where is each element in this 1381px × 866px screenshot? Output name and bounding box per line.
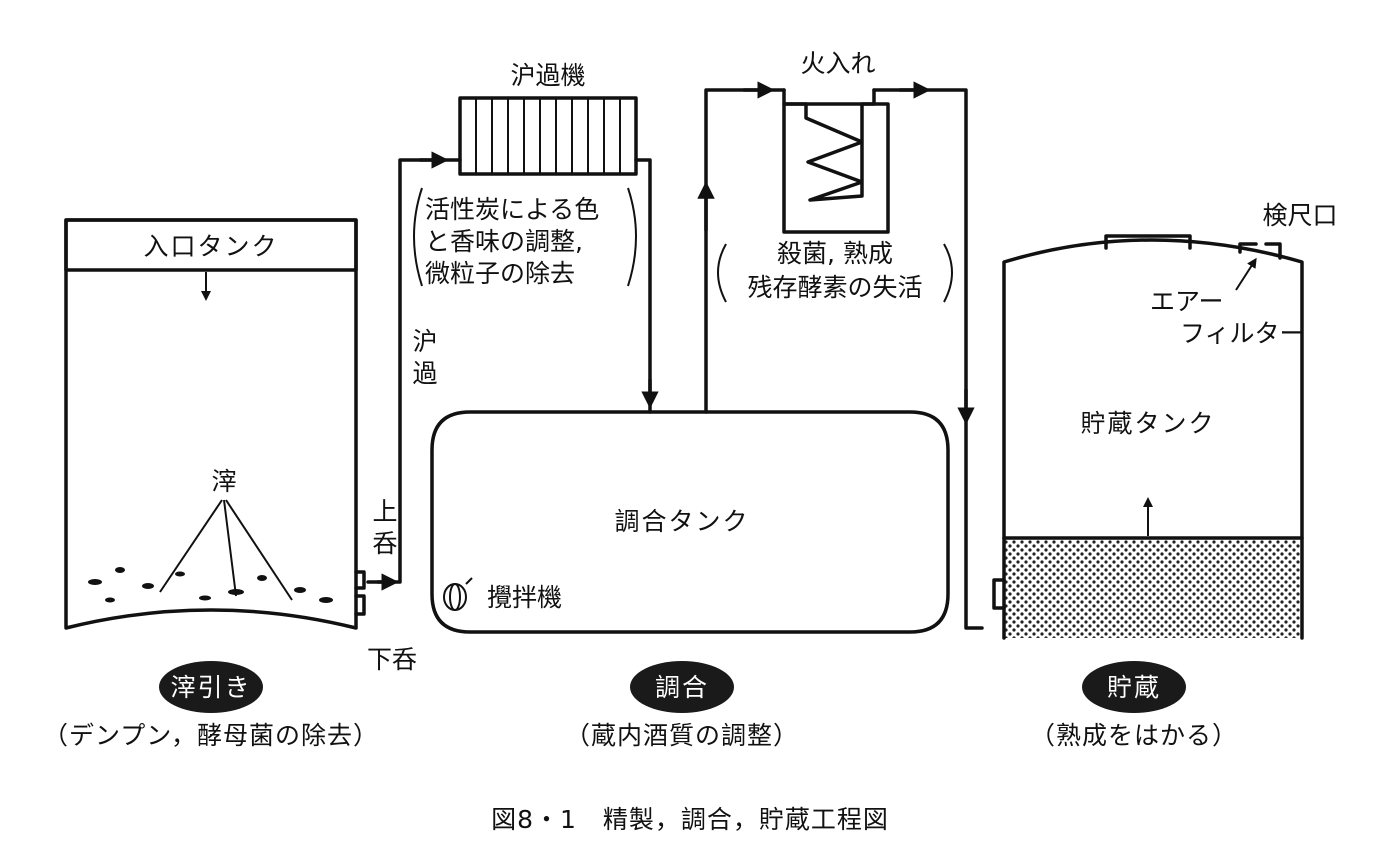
gauge-port-fitting bbox=[1238, 242, 1282, 260]
storage-tank-shell bbox=[1002, 238, 1304, 640]
heater-coil bbox=[804, 88, 876, 202]
stage-badge-storage-text: 貯蔵 bbox=[1107, 673, 1161, 702]
upper-tap-label-2: 呑 bbox=[372, 529, 397, 558]
filter-note-paren-left bbox=[413, 187, 423, 287]
stage-note-blending: （蔵内酒質の調整） bbox=[565, 721, 799, 750]
heater: 火入れ bbox=[782, 49, 890, 234]
pipe-heater-to-storage bbox=[872, 88, 984, 630]
filter-machine-box bbox=[458, 96, 638, 176]
lower-tap-label: 下呑 bbox=[367, 645, 417, 674]
filter-note-line-3: 微粒子の除去 bbox=[425, 259, 575, 288]
upper-tap-label-1: 上 bbox=[372, 497, 397, 526]
filter-machine: 沪過機 bbox=[458, 61, 638, 176]
heating-note-paren-left bbox=[717, 243, 727, 303]
heating-note: 殺菌, 熟成 残存酵素の失活 bbox=[717, 239, 953, 303]
stage-badge-blending-text: 調合 bbox=[655, 673, 709, 702]
air-filter-pointer bbox=[1235, 257, 1257, 291]
blending-tank-label: 調合タンク bbox=[614, 507, 749, 536]
inlet-tank-body bbox=[64, 218, 358, 630]
heating-note-line-1: 殺菌, 熟成 bbox=[777, 239, 893, 268]
pipe-filter-to-blend bbox=[634, 158, 652, 414]
filter-note-line-2: と香味の調整, bbox=[425, 227, 583, 256]
blending-tank-body bbox=[430, 410, 950, 634]
figure-caption: 図8・1 精製，調合，貯蔵工程図 bbox=[491, 805, 889, 834]
lees-speckles bbox=[88, 567, 333, 603]
stage-storage: 貯蔵 （熟成をはかる） bbox=[1030, 661, 1238, 750]
inlet-tank-label: 入口タンク bbox=[143, 232, 278, 261]
filter-machine-slats bbox=[475, 98, 621, 174]
lees-pointer-1 bbox=[159, 499, 223, 593]
stage-note-racking: （デンプン，酵母菌の除去） bbox=[43, 721, 379, 750]
heating-label: 火入れ bbox=[800, 49, 875, 78]
lees-label: 滓 bbox=[211, 467, 236, 496]
filtration-label-2: 過 bbox=[412, 359, 437, 388]
filter-machine-label: 沪過機 bbox=[510, 61, 585, 90]
stage-blending: 調合 （蔵内酒質の調整） bbox=[565, 661, 799, 750]
filtration-label-1: 沪 bbox=[412, 327, 437, 356]
agitator-icon bbox=[443, 577, 473, 611]
filter-note: 活性炭による色 と香味の調整, 微粒子の除去 bbox=[413, 187, 637, 288]
air-filter-label-1: エアー bbox=[1150, 287, 1224, 316]
pipe-blend-to-heater bbox=[704, 88, 786, 414]
stage-badge-blending bbox=[630, 661, 734, 713]
inlet-tank: 入口タンク 滓 bbox=[64, 218, 366, 630]
stage-racking: 滓引き （デンプン，酵母菌の除去） bbox=[43, 661, 379, 750]
agitator-label: 攪拌機 bbox=[487, 583, 562, 612]
upper-tap bbox=[354, 570, 366, 590]
heater-inlet bbox=[782, 88, 808, 106]
heater-box bbox=[782, 102, 890, 234]
air-filter-label-2: フィルター bbox=[1180, 319, 1305, 348]
lees-pointer-2 bbox=[223, 499, 237, 597]
storage-tank-sake bbox=[1004, 538, 1302, 638]
storage-tank-manhole bbox=[1104, 234, 1192, 250]
lower-tap bbox=[354, 594, 366, 616]
lees-pointer-3 bbox=[225, 499, 293, 601]
storage-tank: 貯蔵タンク 検尺口 エアー フィルター bbox=[992, 201, 1338, 640]
inlet-tank-header bbox=[64, 218, 358, 272]
stage-badge-racking bbox=[159, 661, 263, 713]
storage-tank-tap bbox=[992, 578, 1006, 610]
lees-label-bg bbox=[204, 463, 244, 497]
stage-badge-racking-text: 滓引き bbox=[170, 673, 251, 702]
filter-note-line-1: 活性炭による色 bbox=[425, 195, 599, 224]
storage-tank-label: 貯蔵タンク bbox=[1080, 409, 1215, 438]
heating-note-paren-right bbox=[943, 243, 953, 303]
stage-note-storage: （熟成をはかる） bbox=[1030, 721, 1238, 750]
stage-badge-storage bbox=[1082, 661, 1186, 713]
gauge-port-label: 検尺口 bbox=[1262, 201, 1337, 230]
blending-tank: 調合タンク 攪拌機 bbox=[430, 410, 950, 634]
heating-note-line-2: 残存酵素の失活 bbox=[747, 273, 922, 302]
filter-note-paren-right bbox=[627, 187, 637, 287]
